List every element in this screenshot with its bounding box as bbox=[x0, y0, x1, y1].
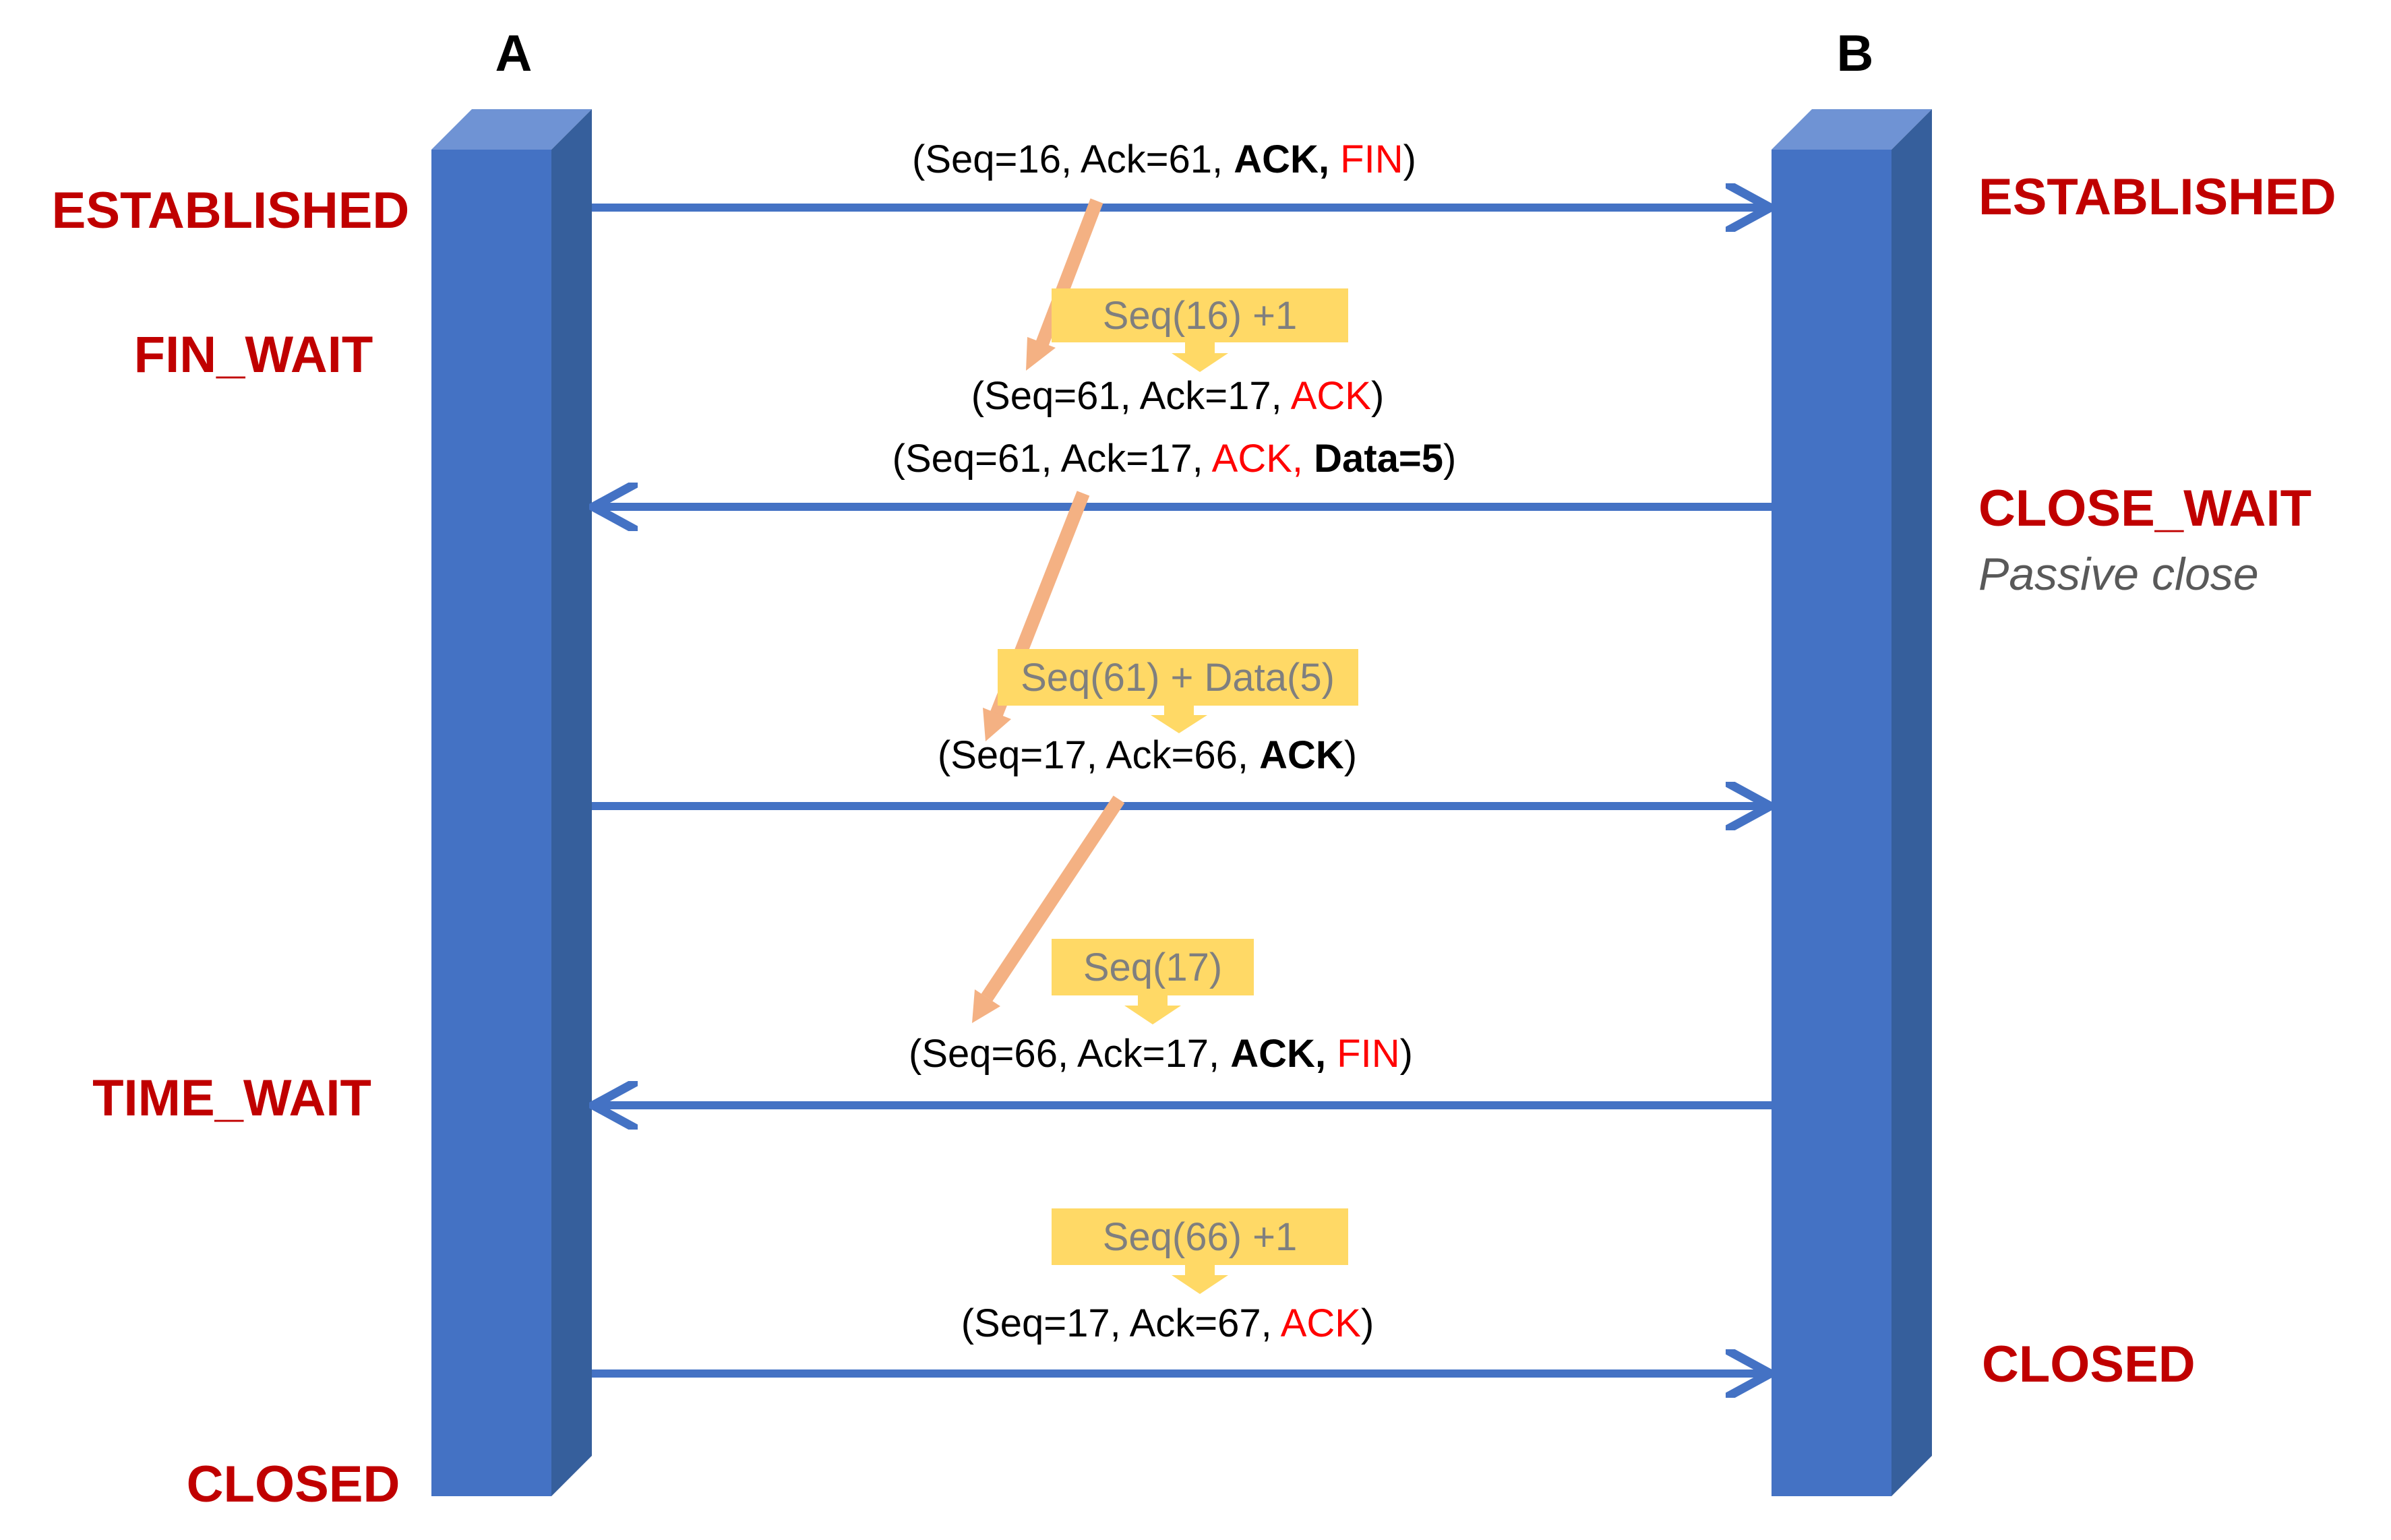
state-b-established: ESTABLISHED bbox=[1978, 168, 2336, 226]
message-label-2: (Seq=61, Ack=17, ACK, Data=5) bbox=[892, 437, 1457, 481]
message-segment: (Seq=16, Ack=61, bbox=[912, 137, 1234, 181]
message-segment: ) bbox=[1400, 1032, 1413, 1076]
calc-text-4: Seq(66) +1 bbox=[1103, 1215, 1298, 1259]
message-segment: ) bbox=[1443, 437, 1456, 481]
message-label-1: (Seq=16, Ack=61, ACK, FIN) bbox=[912, 137, 1416, 181]
host-a-pillar bbox=[431, 109, 592, 1496]
calc-box-1: Seq(16) +1 bbox=[1052, 288, 1348, 372]
calc-text-1: Seq(16) +1 bbox=[1103, 294, 1298, 338]
passive-close-note: Passive close bbox=[1978, 549, 2259, 600]
state-a-fin-wait: FIN_WAIT bbox=[134, 326, 373, 383]
state-b-closed: CLOSED bbox=[1982, 1336, 2196, 1393]
message-header-2-ack: (Seq=61, Ack=17, ACK) bbox=[971, 374, 1385, 418]
message-segment: ACK bbox=[1281, 1301, 1362, 1345]
message-segment: ) bbox=[1361, 1301, 1374, 1345]
message-segment: ACK, bbox=[1230, 1032, 1337, 1076]
message-segment: (Seq=66, Ack=17, bbox=[909, 1032, 1230, 1076]
state-a-time-wait: TIME_WAIT bbox=[92, 1070, 371, 1127]
calc-text-3: Seq(17) bbox=[1083, 946, 1222, 989]
message-segment: FIN bbox=[1337, 1032, 1399, 1076]
calc-text-2: Seq(61) + Data(5) bbox=[1021, 656, 1335, 700]
message-segment: (Seq=61, Ack=17, bbox=[892, 437, 1212, 481]
state-b-close-wait: CLOSE_WAIT bbox=[1978, 480, 2311, 537]
calc-box-4: Seq(66) +1 bbox=[1052, 1208, 1348, 1294]
derivation-arrow-3 bbox=[972, 795, 1125, 1023]
message-segment: ACK, bbox=[1212, 437, 1314, 481]
calc-box-2: Seq(61) + Data(5) bbox=[998, 649, 1358, 733]
message-segment: Data=5 bbox=[1314, 437, 1443, 481]
message-segment: ACK bbox=[1259, 733, 1344, 777]
calc-box-3: Seq(17) bbox=[1052, 939, 1254, 1024]
host-a-label: A bbox=[495, 25, 533, 82]
message-segment: (Seq=17, Ack=66, bbox=[938, 733, 1259, 777]
derivation-arrow-1 bbox=[1026, 198, 1103, 371]
state-a-established: ESTABLISHED bbox=[52, 182, 410, 239]
message-label-4: (Seq=66, Ack=17, ACK, FIN) bbox=[909, 1032, 1413, 1076]
message-segment: ACK, bbox=[1234, 137, 1340, 181]
state-a-closed: CLOSED bbox=[187, 1456, 400, 1513]
message-segment: (Seq=17, Ack=67, bbox=[961, 1301, 1281, 1345]
message-segment: ACK bbox=[1291, 374, 1372, 418]
message-label-3: (Seq=17, Ack=66, ACK) bbox=[938, 733, 1357, 777]
host-b-pillar bbox=[1772, 109, 1932, 1496]
message-segment: (Seq=61, Ack=17, bbox=[971, 374, 1291, 418]
message-segment: ) bbox=[1403, 137, 1416, 181]
message-segment: ) bbox=[1371, 374, 1384, 418]
message-segment: FIN bbox=[1340, 137, 1403, 181]
message-segment: ) bbox=[1344, 733, 1357, 777]
message-label-5: (Seq=17, Ack=67, ACK) bbox=[961, 1301, 1374, 1345]
host-b-label: B bbox=[1837, 25, 1874, 82]
